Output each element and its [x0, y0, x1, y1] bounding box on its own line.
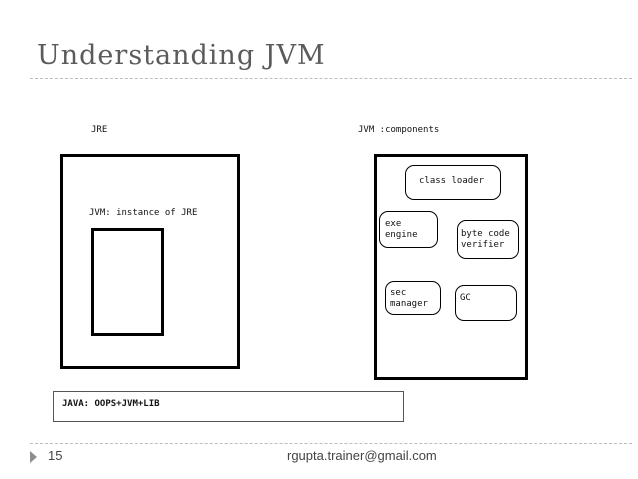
jre-label: JRE	[91, 125, 108, 135]
jvm-instance-label: JVM: instance of JRE	[89, 208, 198, 218]
title-divider	[30, 78, 632, 79]
gc-box: GC	[455, 285, 517, 321]
class-loader-label: class loader	[419, 176, 485, 186]
slide-title: Understanding JVM	[37, 40, 326, 71]
footer-email: rgupta.trainer@gmail.com	[287, 448, 437, 463]
page-number: 15	[48, 448, 63, 463]
sec-manager-label-line1: sec	[390, 288, 407, 298]
triangle-marker-icon	[30, 451, 37, 463]
sec-manager-box: sec manager	[385, 281, 441, 315]
jvm-components-box	[374, 154, 528, 380]
byte-code-verifier-box: byte code verifier	[457, 220, 519, 259]
jvm-components-label: JVM :components	[358, 125, 440, 135]
exe-engine-label-line2: engine	[385, 230, 418, 240]
java-formula-box: JAVA: OOPS+JVM+LIB	[53, 391, 404, 422]
sec-manager-label-line2: manager	[390, 299, 428, 309]
exe-engine-box: exe engine	[379, 211, 438, 248]
jvm-instance-box	[91, 228, 164, 336]
footer-divider	[30, 443, 632, 444]
java-formula-label: JAVA: OOPS+JVM+LIB	[62, 399, 160, 409]
gc-label: GC	[460, 293, 471, 303]
jre-box	[60, 154, 240, 369]
byte-code-verifier-label-line1: byte code	[461, 229, 510, 239]
exe-engine-label-line1: exe	[385, 219, 402, 229]
class-loader-box: class loader	[405, 165, 501, 200]
byte-code-verifier-label-line2: verifier	[461, 240, 505, 250]
